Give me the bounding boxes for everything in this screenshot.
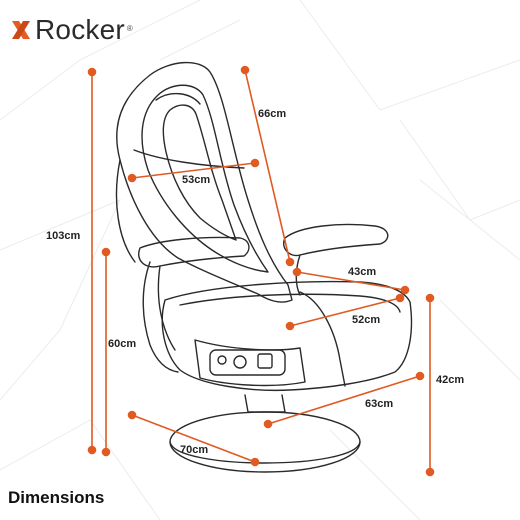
x-logo-icon	[12, 21, 30, 39]
label-seat-width: 52cm	[352, 314, 381, 326]
label-height-seat: 60cm	[108, 338, 137, 350]
label-back-height: 66cm	[258, 108, 287, 120]
label-back-width: 53cm	[182, 174, 211, 186]
brand-name: Rocker	[35, 14, 125, 45]
label-base-diameter: 70cm	[180, 444, 209, 456]
trademark: ®	[126, 23, 133, 33]
label-height-total: 103cm	[46, 230, 81, 242]
label-base-to-seat: 42cm	[436, 374, 465, 386]
label-arm-depth: 43cm	[348, 266, 377, 278]
brand-logo: Rocker®	[10, 14, 133, 46]
dimensions-heading: Dimensions	[8, 488, 105, 507]
label-seat-depth: 63cm	[365, 398, 394, 410]
